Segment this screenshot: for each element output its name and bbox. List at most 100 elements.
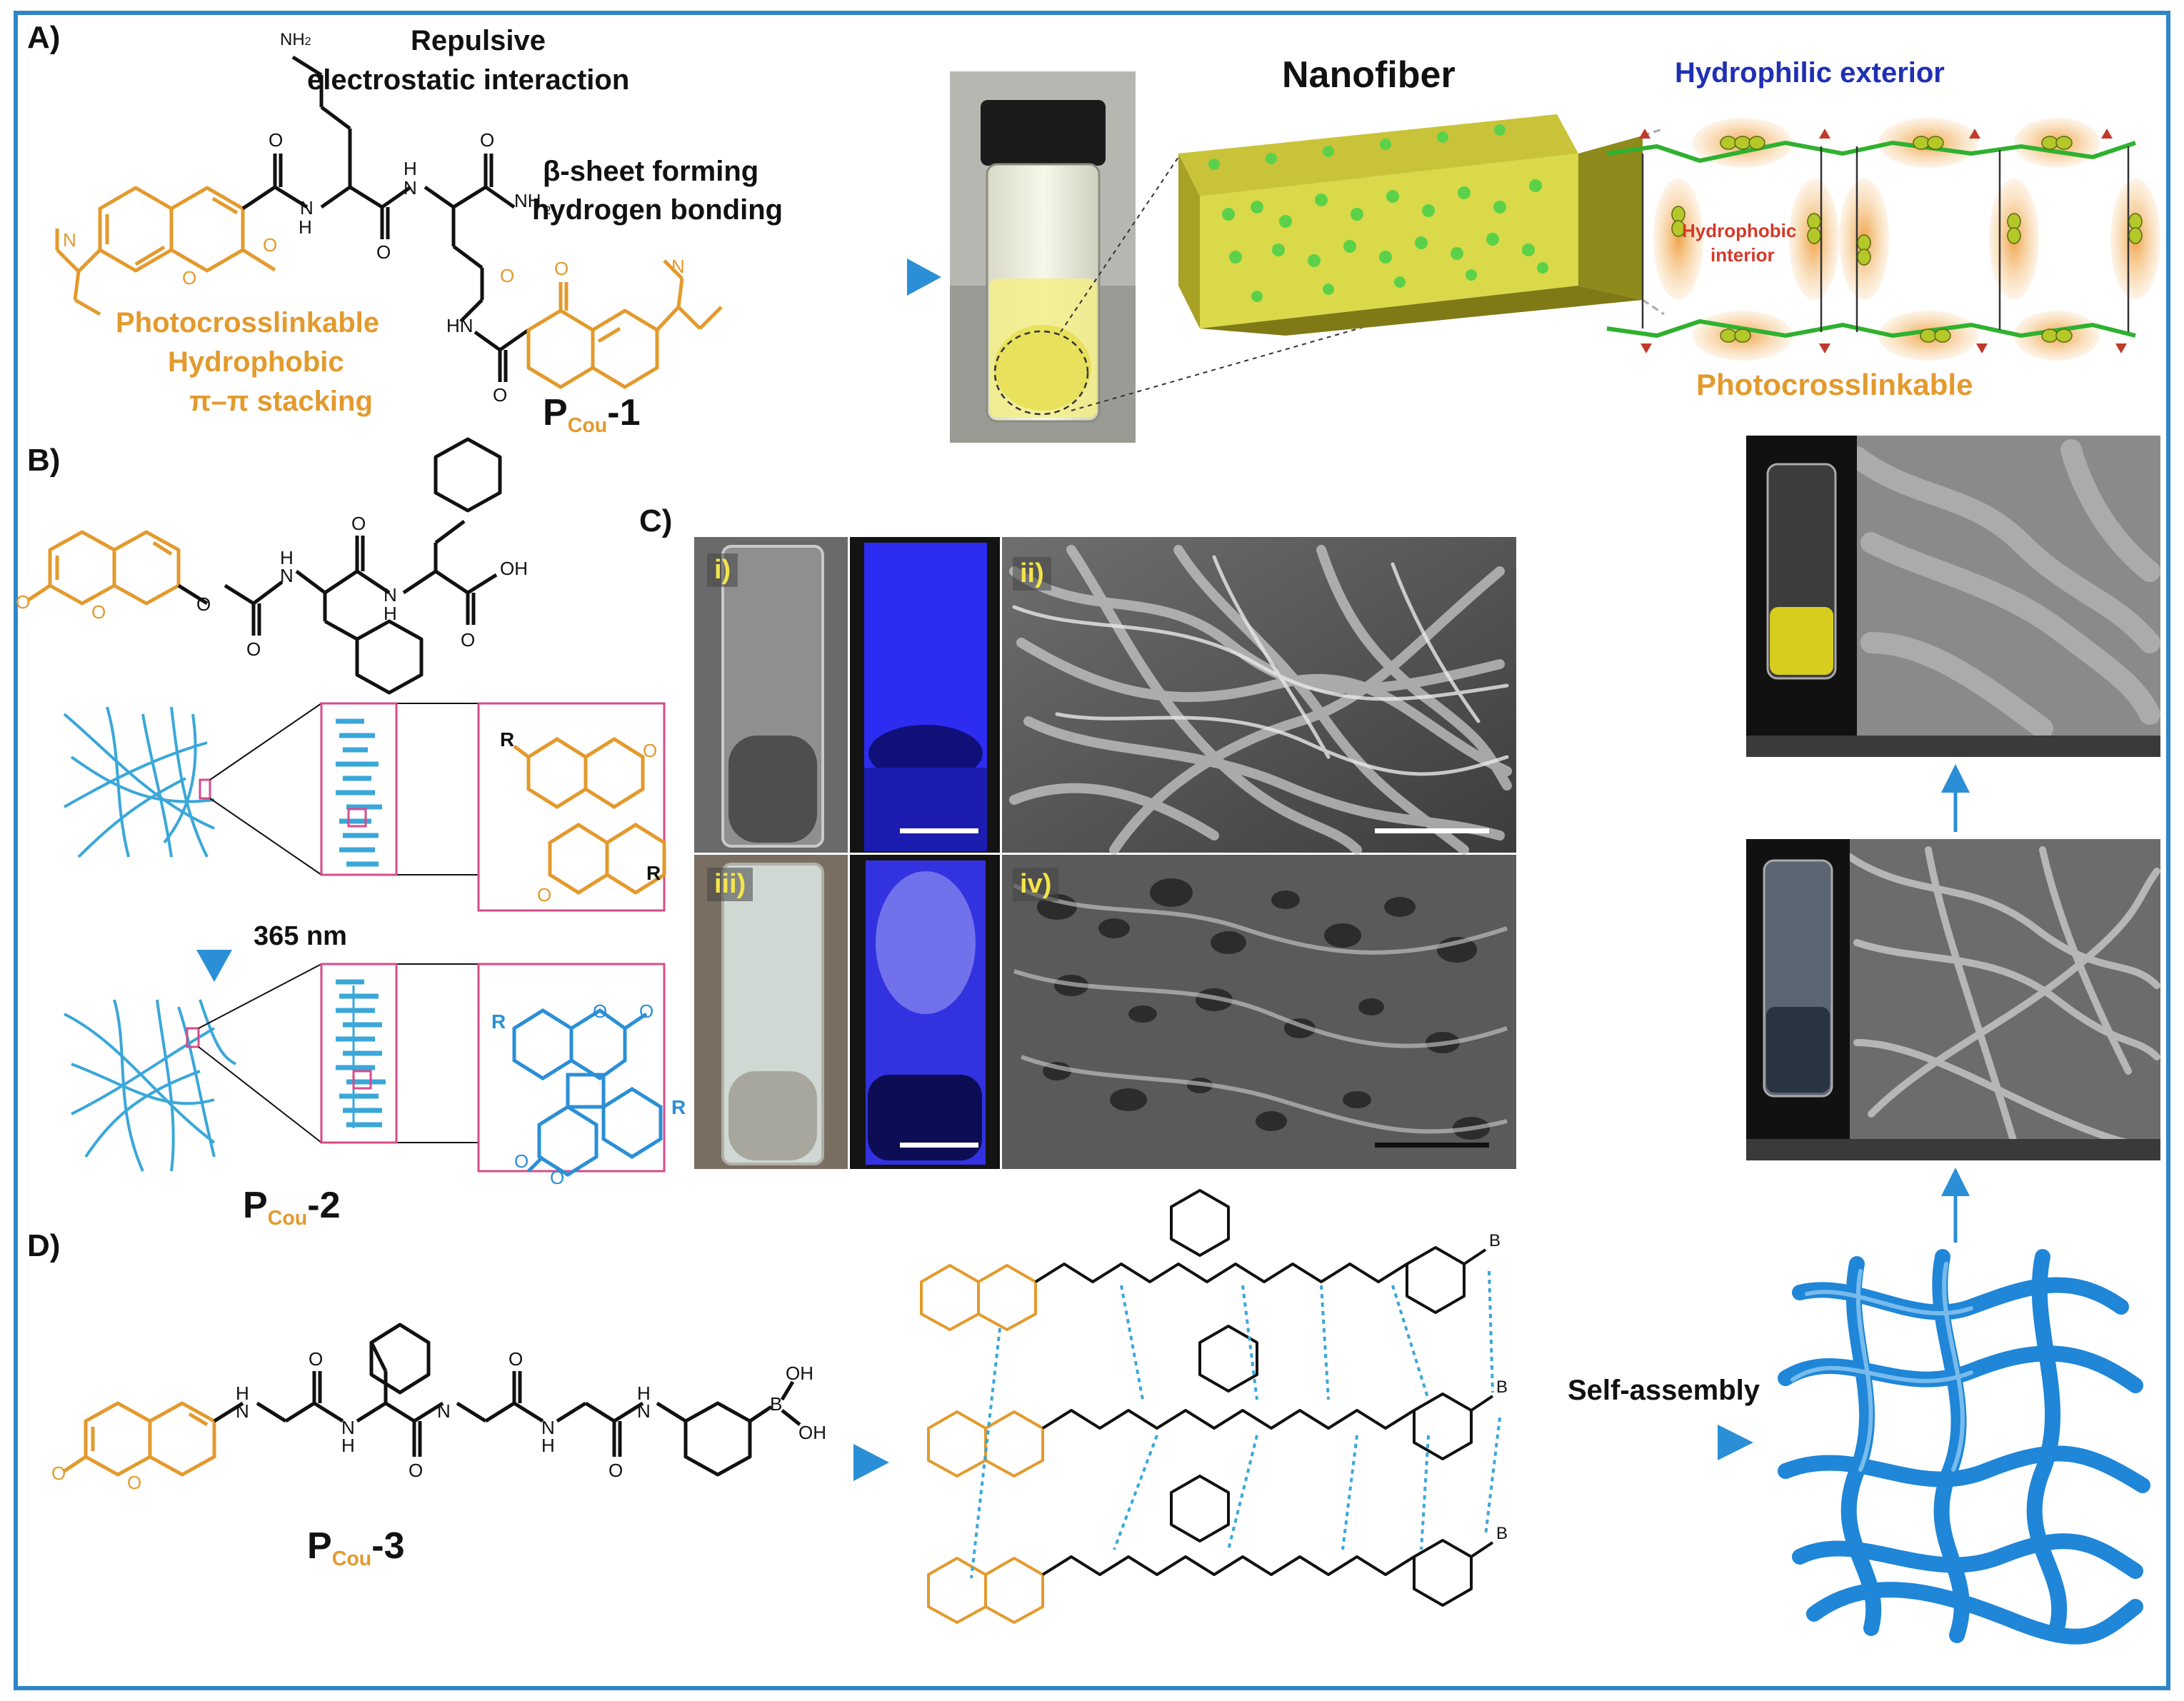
svg-text:O: O <box>509 1348 523 1370</box>
monomer-box <box>477 702 666 912</box>
svg-text:R: R <box>500 728 514 751</box>
pcou3-num: -3 <box>371 1525 405 1567</box>
panel-d-letter: D) <box>27 1228 61 1263</box>
svg-text:N: N <box>404 177 417 199</box>
svg-text:O: O <box>537 884 551 905</box>
svg-text:HN: HN <box>446 315 474 336</box>
boron-label-stack-2: B <box>1496 1378 1508 1397</box>
subpanel-ii-label: ii) <box>1013 557 1051 591</box>
wavelength-label: 365 nm <box>254 921 347 951</box>
svg-text:O: O <box>351 513 366 534</box>
dimer-box <box>477 963 666 1173</box>
svg-text:H: H <box>384 603 397 624</box>
svg-text:H: H <box>637 1383 651 1404</box>
svg-text:N: N <box>300 197 314 219</box>
beta-sheet-label-2: hydrogen bonding <box>532 194 783 226</box>
pi-stacking-label: π–π stacking <box>189 386 373 417</box>
boron-label: B <box>770 1393 782 1415</box>
svg-text:N: N <box>280 565 294 586</box>
svg-text:O: O <box>51 1462 66 1484</box>
nh2-top-label: NH2 <box>280 30 311 50</box>
svg-text:R: R <box>671 1096 686 1118</box>
pcou3-sub: Cou <box>331 1547 372 1570</box>
arrow-up-2 <box>1941 1168 1970 1243</box>
svg-text:O: O <box>500 265 514 286</box>
svg-text:O: O <box>480 129 494 151</box>
packing-schematic <box>1606 118 2160 361</box>
panel-b-letter: B) <box>27 443 61 478</box>
svg-text:O: O <box>593 1000 607 1022</box>
svg-text:N: N <box>236 1400 249 1422</box>
svg-text:O: O <box>643 740 657 761</box>
svg-text:O: O <box>608 1460 623 1481</box>
svg-text:O: O <box>127 1472 141 1493</box>
pcou1-sub: Cou <box>567 414 608 437</box>
gel-vial-photo <box>950 71 1136 443</box>
pcou2-sub: Cou <box>267 1207 308 1230</box>
pcou2-structure <box>27 437 502 695</box>
subpanel-iv-label: iv) <box>1013 868 1059 901</box>
svg-text:H: H <box>541 1435 555 1456</box>
svg-text:O: O <box>196 593 211 615</box>
svg-text:O: O <box>493 384 507 406</box>
svg-text:N: N <box>437 1400 451 1422</box>
svg-text:O: O <box>246 638 261 660</box>
photocrosslinkable-schematic-label: Photocrosslinkable <box>1696 368 1973 401</box>
boron-label-stack-3: B <box>1496 1524 1508 1543</box>
figure-border <box>14 11 2170 1690</box>
nanofiber-block <box>1178 114 1643 336</box>
arrow-up-1 <box>1941 764 1970 832</box>
oh-label: OH <box>500 558 528 579</box>
svg-text:N: N <box>671 256 685 277</box>
pcou3-p: P <box>307 1525 332 1567</box>
pcou1-structure <box>55 55 723 389</box>
sem-bottom-right <box>1746 839 2160 1160</box>
pcou1-p: P <box>543 392 568 433</box>
pcou2-num: -2 <box>307 1185 341 1226</box>
svg-text:H: H <box>299 216 312 238</box>
svg-text:N: N <box>637 1400 651 1422</box>
arrow-a <box>807 259 941 296</box>
svg-text:O: O <box>269 129 283 151</box>
nanofiber-label: Nanofiber <box>1282 54 1456 96</box>
zoom-lines <box>1060 156 1372 411</box>
fiber-tangle <box>1778 1249 2150 1645</box>
repulsive-label-1: Repulsive <box>411 25 546 56</box>
pcou2-p: P <box>243 1185 268 1226</box>
svg-text:N: N <box>384 584 397 606</box>
pcou1-label: PCou-1 <box>543 391 641 438</box>
panel-c-letter: C) <box>639 503 673 538</box>
svg-text:O: O <box>182 267 196 288</box>
svg-text:H: H <box>404 158 417 179</box>
svg-text:R: R <box>646 862 661 884</box>
stack-box-2 <box>320 963 398 1144</box>
fiber-zoom-box-2 <box>186 1027 200 1048</box>
nh2-subscript: 2 <box>304 36 311 48</box>
svg-text:O: O <box>376 241 391 263</box>
svg-text:O: O <box>91 601 106 623</box>
subpanel-iii-label: iii) <box>707 868 753 901</box>
svg-text:O: O <box>550 1167 564 1188</box>
oh-label-2: OH <box>798 1422 826 1443</box>
svg-text:O: O <box>461 629 475 651</box>
beta-sheet-label-1: β-sheet forming <box>543 156 759 187</box>
subpanel-i-label: i) <box>707 553 738 587</box>
panel-c-photos <box>694 537 1516 1169</box>
svg-text:O: O <box>514 1150 529 1172</box>
nh2-text: NH <box>280 30 305 49</box>
svg-text:H: H <box>341 1435 355 1456</box>
boron-label-stack-1: B <box>1489 1231 1501 1250</box>
svg-text:2: 2 <box>544 204 551 217</box>
sem-top-right <box>1746 436 2160 757</box>
arrow-self-assembly <box>1593 1425 1753 1460</box>
pcou2-label: PCou-2 <box>243 1184 341 1230</box>
coumarin-stack-1 <box>336 718 382 867</box>
fiber-zoom-box-1 <box>199 778 211 800</box>
coumarin-monomers <box>513 737 666 895</box>
svg-text:O: O <box>554 258 568 279</box>
stack-box-1 <box>320 702 398 876</box>
arrow-d1 <box>764 1444 889 1481</box>
self-assembly-label: Self-assembly <box>1568 1375 1760 1406</box>
svg-text:O: O <box>263 234 277 256</box>
